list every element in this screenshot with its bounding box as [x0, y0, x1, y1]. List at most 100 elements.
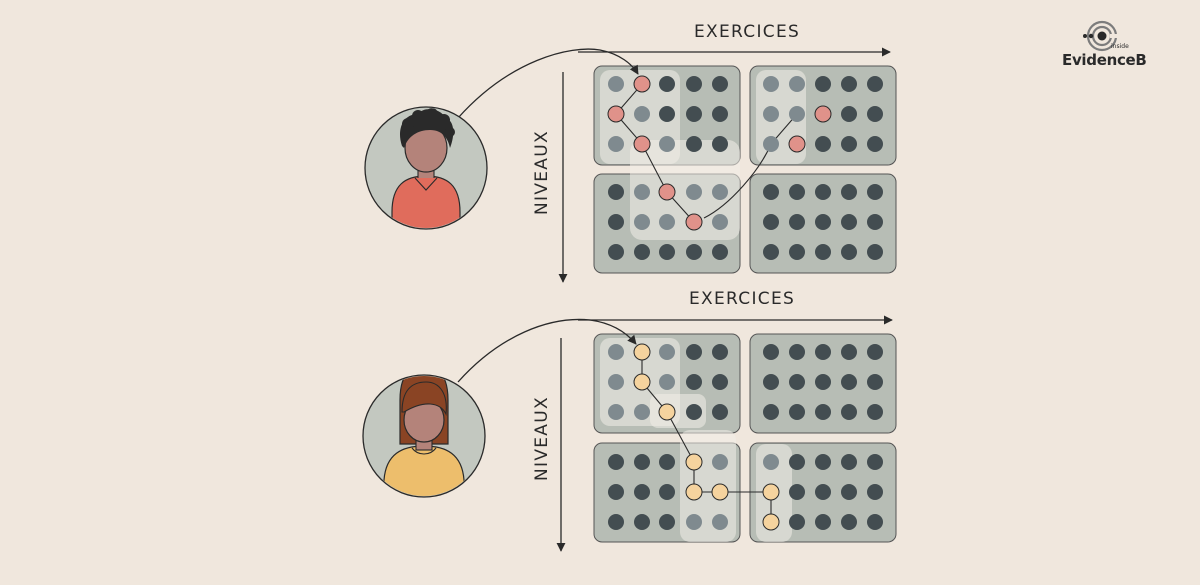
path-exercise-dot	[633, 135, 651, 153]
exercise-dot	[841, 214, 857, 230]
exercise-dot	[867, 76, 883, 92]
exercise-dot	[789, 106, 805, 122]
exercise-dot	[659, 106, 675, 122]
exercise-dot	[686, 184, 702, 200]
exercise-dot	[867, 214, 883, 230]
exercise-dot	[841, 106, 857, 122]
exercise-dot	[712, 404, 728, 420]
path-exercise-dot	[788, 135, 806, 153]
path-entry-arrow	[457, 318, 637, 383]
path-exercise-dot	[633, 373, 651, 391]
exercise-dot	[841, 184, 857, 200]
exercise-dot	[815, 214, 831, 230]
exercise-dot	[659, 136, 675, 152]
y-axis-label-top: NIVEAUX	[532, 130, 552, 215]
exercise-dot	[815, 484, 831, 500]
diagram-bottom	[362, 315, 897, 552]
exercise-dot	[686, 514, 702, 530]
path-exercise-dot	[658, 403, 676, 421]
exercise-dot	[634, 404, 650, 420]
exercise-dot	[867, 404, 883, 420]
exercise-dot	[841, 514, 857, 530]
exercise-dot	[789, 214, 805, 230]
exercise-dot	[815, 454, 831, 470]
exercise-dot	[634, 244, 650, 260]
exercise-dot	[712, 106, 728, 122]
exercise-dot	[789, 344, 805, 360]
exercise-dot	[763, 136, 779, 152]
exercise-dot	[608, 374, 624, 390]
exercise-dot	[867, 514, 883, 530]
exercise-dot	[763, 244, 779, 260]
exercise-dot	[867, 106, 883, 122]
exercise-dot	[686, 374, 702, 390]
exercise-dot	[659, 344, 675, 360]
exercise-dot	[608, 344, 624, 360]
exercise-dot	[867, 344, 883, 360]
diagram-top	[364, 47, 897, 283]
exercise-dot	[841, 484, 857, 500]
exercise-dot	[867, 244, 883, 260]
exercise-dot	[659, 214, 675, 230]
exercise-dot	[815, 374, 831, 390]
exercise-dot	[815, 76, 831, 92]
exercise-dot	[608, 454, 624, 470]
exercise-dot	[867, 484, 883, 500]
exercise-dot	[686, 344, 702, 360]
exercise-dot	[659, 244, 675, 260]
exercise-dot	[608, 514, 624, 530]
exercise-dot	[763, 404, 779, 420]
evidenceb-logo: inside EvidenceB	[1058, 20, 1158, 72]
exercise-dot	[841, 76, 857, 92]
exercise-dot	[659, 374, 675, 390]
exercise-dot	[634, 454, 650, 470]
exercise-dot	[608, 76, 624, 92]
exercise-dot	[686, 244, 702, 260]
exercise-dot	[712, 514, 728, 530]
exercise-dot	[789, 514, 805, 530]
exercise-dot	[608, 136, 624, 152]
exercise-dot	[789, 404, 805, 420]
exercise-dot	[763, 344, 779, 360]
exercise-dot	[789, 484, 805, 500]
path-exercise-dot	[685, 483, 703, 501]
exercise-dot	[789, 184, 805, 200]
exercise-dot	[763, 76, 779, 92]
path-exercise-dot	[711, 483, 729, 501]
exercise-dot	[712, 136, 728, 152]
exercise-dot	[815, 404, 831, 420]
path-exercise-dot	[658, 183, 676, 201]
path-exercise-dot	[685, 453, 703, 471]
exercise-dot	[712, 344, 728, 360]
exercise-dot	[634, 214, 650, 230]
exercise-dot	[712, 374, 728, 390]
exercise-dot	[763, 106, 779, 122]
evidenceb-logo-icon	[1083, 20, 1128, 52]
exercise-dot	[867, 374, 883, 390]
exercise-dot	[841, 454, 857, 470]
exercise-dot	[763, 184, 779, 200]
logo-name: EvidenceB	[1062, 51, 1147, 69]
exercise-dot	[841, 404, 857, 420]
path-exercise-dot	[607, 105, 625, 123]
exercise-dot	[634, 184, 650, 200]
exercise-dot	[608, 184, 624, 200]
y-axis-label-bottom: NIVEAUX	[532, 396, 552, 481]
exercise-dot	[789, 454, 805, 470]
exercise-dot	[608, 214, 624, 230]
exercise-dot	[659, 76, 675, 92]
path-exercise-dot	[633, 343, 651, 361]
exercise-dot	[634, 514, 650, 530]
exercise-dot	[815, 344, 831, 360]
exercise-dot	[659, 454, 675, 470]
exercise-dot	[841, 244, 857, 260]
exercise-dot	[841, 136, 857, 152]
exercise-dot	[634, 106, 650, 122]
logo-tagline: inside	[1111, 43, 1129, 50]
student-avatar-1	[364, 106, 488, 230]
path-exercise-dot	[633, 75, 651, 93]
dots-bottom	[608, 343, 883, 531]
exercise-dot	[841, 374, 857, 390]
